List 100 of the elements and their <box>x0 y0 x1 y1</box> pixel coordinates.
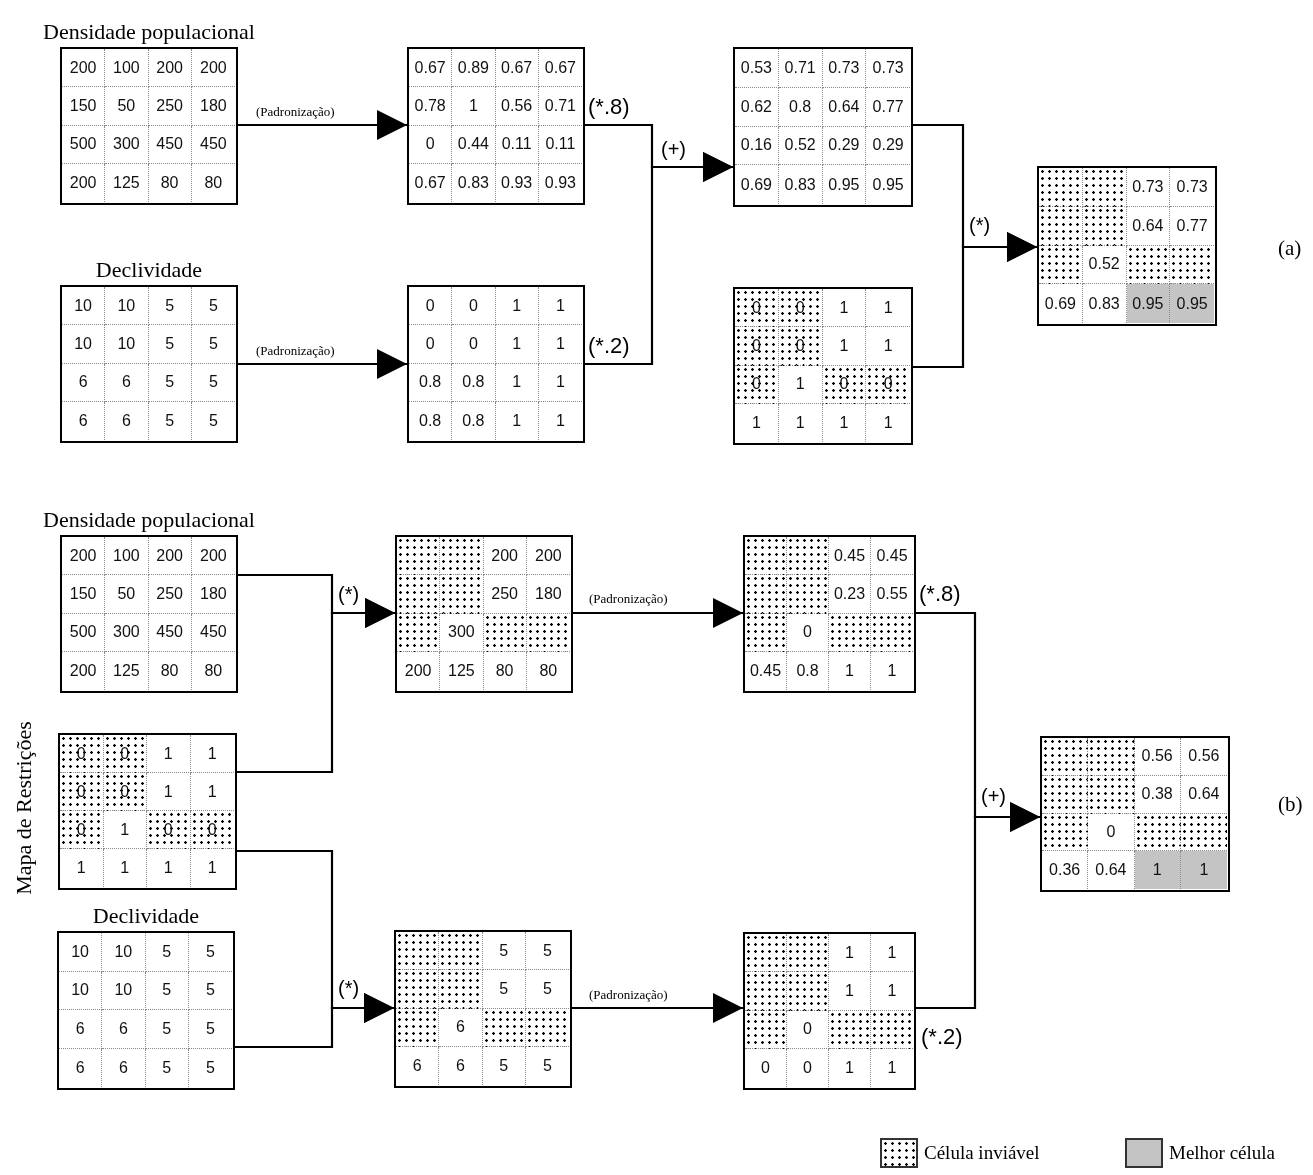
grid-value: 250 <box>483 575 527 614</box>
grid-value: 0.93 <box>543 172 577 193</box>
raster-grid <box>407 285 585 443</box>
arrow <box>237 598 395 774</box>
grid-value: 6 <box>62 401 106 440</box>
grid-value: 0.11 <box>538 125 582 164</box>
infeasible-cell: 0 <box>60 773 104 811</box>
grid-value: 5 <box>145 1010 189 1049</box>
grid-value: 200 <box>483 537 527 576</box>
grid-value: 10 <box>102 933 146 972</box>
grid-value: 0.56 <box>1180 738 1227 776</box>
grid-title: Densidade populacional <box>43 19 255 45</box>
grid-value: 0 <box>1088 813 1135 852</box>
grid-value: 450 <box>148 613 192 652</box>
infeasible-cell: 0 <box>147 811 191 849</box>
infeasible-cell: 0 <box>735 327 779 366</box>
grid-value: 200 <box>62 537 106 576</box>
best-cell: 0.95 <box>1126 284 1171 323</box>
grid-value: 0.36 <box>1042 851 1089 889</box>
grid-value: 1 <box>871 972 913 1011</box>
grid-value: 80 <box>538 660 559 681</box>
grid-value: 80 <box>148 651 192 690</box>
grid-value: 1 <box>829 972 871 1011</box>
weight-label: (*.8) <box>919 581 961 607</box>
grid-value: 0.78 <box>409 87 453 126</box>
edge-label: (*) <box>337 583 361 606</box>
infeasible-cell: 0 <box>778 289 823 328</box>
grid-value: 0 <box>745 1048 787 1087</box>
arrow <box>238 349 407 379</box>
grid-value: 5 <box>145 933 189 972</box>
infeasible-cell: 0 <box>778 327 823 366</box>
infeasible-cell: 0 <box>866 365 910 404</box>
best-cell: 1 <box>1180 851 1227 889</box>
grid-value: 0.83 <box>1082 284 1127 323</box>
best-cell: 0.95 <box>1170 284 1214 323</box>
grid-value: 200 <box>62 49 106 88</box>
grid-value: 6 <box>59 1010 103 1049</box>
grid-value: 0.73 <box>822 49 867 88</box>
grid-value: 1 <box>822 403 867 442</box>
grid-value: 0.64 <box>1180 775 1227 814</box>
grid-value: 0.55 <box>871 575 913 614</box>
edge-label: (Padronização) <box>255 343 336 359</box>
grid-value: 0.69 <box>735 165 779 204</box>
grid-value: 0.64 <box>822 87 867 127</box>
arrow <box>238 110 407 140</box>
grid-value: 5 <box>207 410 219 431</box>
grid-value: 450 <box>191 613 235 652</box>
grid-value: 0.67 <box>409 163 453 202</box>
grid-value: 1 <box>829 934 871 973</box>
grid-value: 5 <box>188 971 232 1010</box>
edge-label: (+) <box>980 785 1007 808</box>
arrow <box>572 993 743 1023</box>
grid-value: 0.77 <box>1170 206 1214 246</box>
grid-value: 0.16 <box>735 126 779 166</box>
grid-value: 10 <box>62 287 106 326</box>
grid-value: 0.95 <box>871 174 905 195</box>
grid-value: 80 <box>203 660 224 681</box>
infeasible-cell: 0 <box>103 773 147 811</box>
grid-value: 0.8 <box>778 87 823 127</box>
infeasible-cell: 0 <box>103 735 147 773</box>
grid-value: 1 <box>538 363 582 402</box>
grid-value: 6 <box>62 363 106 402</box>
grid-value: 5 <box>541 1055 553 1076</box>
weight-label: (*.2) <box>588 333 630 359</box>
grid-value: 5 <box>191 287 235 326</box>
arrow <box>913 232 1037 369</box>
grid-value: 100 <box>105 537 149 576</box>
grid-value: 200 <box>397 651 441 690</box>
grid-value: 0.8 <box>452 363 496 402</box>
grid-value: 1 <box>60 849 104 887</box>
grid-value: 10 <box>105 325 149 364</box>
grid-value: 0.71 <box>538 87 582 126</box>
grid-value: 10 <box>59 971 103 1010</box>
grid-value: 0.53 <box>735 49 779 88</box>
grid-value: 0.62 <box>735 87 779 127</box>
grid-value: 0 <box>452 325 496 364</box>
grid-value: 80 <box>483 651 527 690</box>
grid-value: 1 <box>495 287 539 326</box>
grid-value: 1 <box>866 289 910 328</box>
edge-label: (Padronização) <box>588 591 669 607</box>
best-cell: 1 <box>1134 851 1181 889</box>
infeasible-cell: 0 <box>822 365 867 404</box>
grid-value: 0.83 <box>452 163 496 202</box>
grid-title: Declividade <box>95 257 203 283</box>
grid-value: 0.67 <box>409 49 453 88</box>
grid-value: 1 <box>871 934 913 973</box>
grid-value: 450 <box>148 125 192 164</box>
grid-value: 0.8 <box>409 363 453 402</box>
grid-value: 6 <box>59 1048 103 1087</box>
grid-value: 0 <box>452 287 496 326</box>
grid-value: 5 <box>188 1010 232 1049</box>
grid-value: 5 <box>482 1046 526 1085</box>
grid-value: 0.45 <box>745 651 787 690</box>
grid-value: 1 <box>829 651 871 690</box>
infeasible-cell: 0 <box>60 735 104 773</box>
grid-value: 5 <box>145 1048 189 1087</box>
grid-value: 0.23 <box>829 575 871 614</box>
grid-value: 200 <box>62 651 106 690</box>
grid-value: 180 <box>191 575 235 614</box>
grid-value: 5 <box>204 1057 216 1078</box>
